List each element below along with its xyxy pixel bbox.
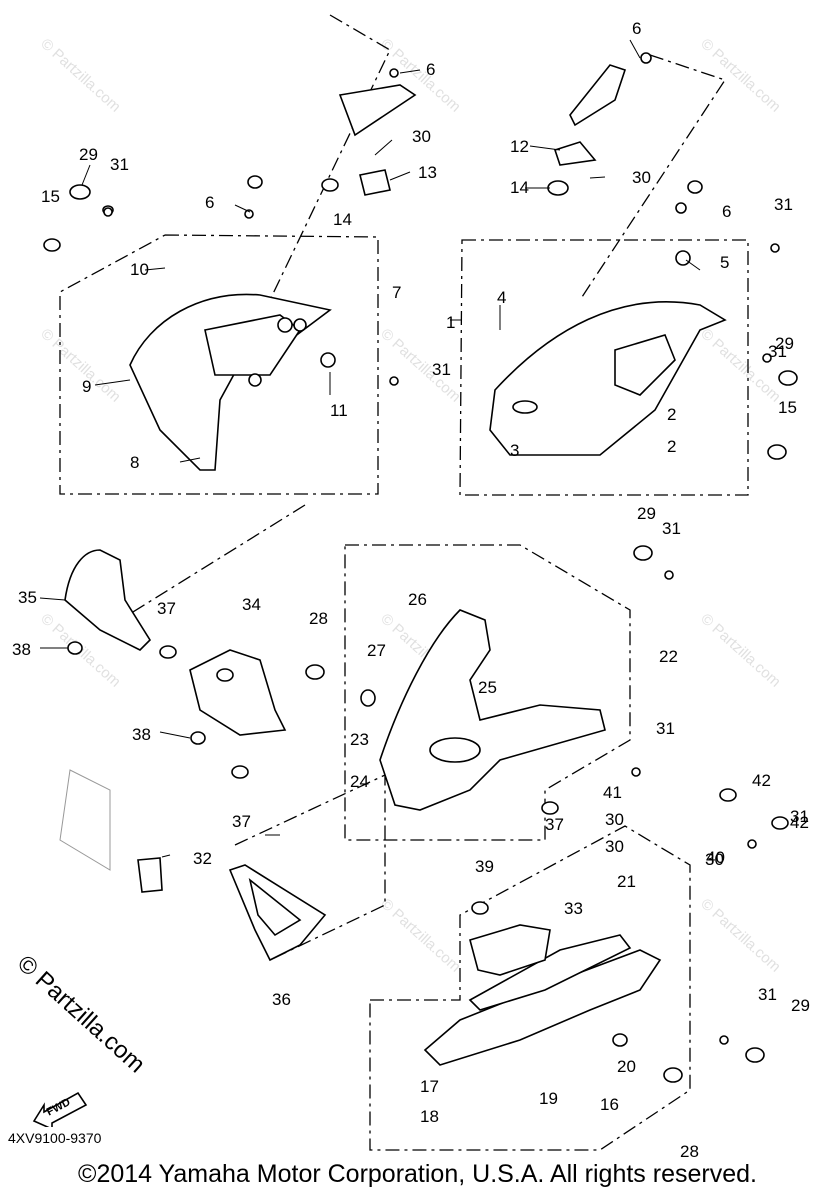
callout-10: 10 <box>130 260 149 279</box>
callout-5: 5 <box>720 253 729 272</box>
callout-40: 40 <box>706 848 725 867</box>
fwd-arrow-icon: FWD <box>32 1091 88 1127</box>
callout-32: 32 <box>193 849 212 868</box>
watermark-text: © Partzilla.com <box>37 35 123 115</box>
callout-11: 11 <box>330 401 348 420</box>
part-32-block <box>59 769 163 893</box>
callout-9: 9 <box>82 377 91 396</box>
copyright-notice: ©2014 Yamaha Motor Corporation, U.S.A. A… <box>78 1160 757 1188</box>
group-box-22 <box>344 544 631 841</box>
callout-6: 6 <box>205 193 214 212</box>
callout-22: 22 <box>659 647 678 666</box>
callout-8: 8 <box>130 453 139 472</box>
callout-14: 14 <box>333 210 352 229</box>
callout-28: 28 <box>680 1142 699 1161</box>
callout-24: 24 <box>350 772 369 791</box>
part-7-inner-panel <box>129 293 332 471</box>
callout-41: 41 <box>603 783 622 802</box>
callout-2: 2 <box>667 437 676 456</box>
part-33-pad <box>469 924 551 976</box>
callout-18: 18 <box>420 1107 439 1126</box>
callout-2: 2 <box>667 405 676 424</box>
callout-31: 31 <box>662 519 681 538</box>
callout-6: 6 <box>722 202 731 221</box>
callout-30: 30 <box>412 127 431 146</box>
callout-12: 12 <box>510 137 529 156</box>
callout-29: 29 <box>79 145 98 164</box>
callout-17: 17 <box>420 1077 439 1096</box>
callout-6: 6 <box>632 19 641 38</box>
callout-29: 29 <box>775 334 794 353</box>
part-12-13-brackets <box>338 64 627 196</box>
group-box-16 <box>369 825 691 1151</box>
washers <box>103 52 780 1045</box>
callout-13: 13 <box>418 163 437 182</box>
callout-34: 34 <box>242 595 261 614</box>
callout-19: 19 <box>539 1089 558 1108</box>
leader-36 <box>234 773 386 961</box>
group-box-1 <box>459 239 749 496</box>
callout-3: 3 <box>510 441 519 460</box>
part-22-windshield-cowl <box>379 609 606 811</box>
watermark-text: © Partzilla.com <box>37 325 123 405</box>
callout-30: 30 <box>632 168 651 187</box>
callout-30: 30 <box>605 810 624 829</box>
callout-36: 36 <box>272 990 291 1009</box>
callout-42: 42 <box>752 771 771 790</box>
watermark-text: © Partzilla.com <box>377 895 463 975</box>
callout-37: 37 <box>157 599 176 618</box>
callout-16: 16 <box>600 1095 619 1114</box>
leader-upper-left <box>269 14 391 301</box>
callout-28: 28 <box>309 609 328 628</box>
callout-20: 20 <box>617 1057 636 1076</box>
group-box-7 <box>59 234 379 495</box>
callout-14: 14 <box>510 178 529 197</box>
callout-29: 29 <box>637 504 656 523</box>
callout-37: 37 <box>545 815 564 834</box>
callout-37: 37 <box>232 812 251 831</box>
part-35-duct <box>64 549 152 651</box>
leader-lines <box>39 39 701 858</box>
callout-31: 31 <box>774 195 793 214</box>
callout-31: 31 <box>656 719 675 738</box>
watermark-text: © Partzilla.com <box>697 610 783 690</box>
callout-42: 42 <box>790 813 809 832</box>
part-34-cover <box>189 649 287 736</box>
callout-31: 31 <box>768 342 787 361</box>
callout-31: 31 <box>110 155 129 174</box>
part-36-side-panel <box>228 864 327 962</box>
callout-7: 7 <box>392 283 401 302</box>
callout-31: 31 <box>432 360 451 379</box>
callout-23: 23 <box>350 730 369 749</box>
callout-38: 38 <box>12 640 31 659</box>
callout-21: 21 <box>617 872 636 891</box>
leader-upper-right <box>579 54 727 301</box>
callout-1: 1 <box>446 313 455 332</box>
callout-15: 15 <box>778 398 797 417</box>
diagram-code: 4XV9100-9370 <box>8 1130 102 1146</box>
callout-38: 38 <box>132 725 151 744</box>
callout-30: 30 <box>605 837 624 856</box>
callout-25: 25 <box>478 678 497 697</box>
callout-6: 6 <box>426 60 435 79</box>
part-16-under-cowling <box>423 934 662 1066</box>
callout-33: 33 <box>564 899 583 918</box>
callout-31: 31 <box>758 985 777 1004</box>
callout-35: 35 <box>18 588 37 607</box>
callout-29: 29 <box>791 996 810 1015</box>
callout-27: 27 <box>367 641 386 660</box>
callout-4: 4 <box>497 288 506 307</box>
callout-31: 31 <box>790 807 809 826</box>
callout-26: 26 <box>408 590 427 609</box>
leader-35-to-7 <box>119 504 306 621</box>
callout-30: 30 <box>705 850 724 869</box>
part-1-side-cowling <box>489 301 727 456</box>
callout-15: 15 <box>41 187 60 206</box>
watermark-layer: © Partzilla.com © Partzilla.com © Partzill… <box>37 35 783 975</box>
callout-39: 39 <box>475 857 494 876</box>
watermark-text: © Partzilla.com <box>697 895 783 975</box>
watermark-text: © Partzilla.com <box>697 325 783 405</box>
